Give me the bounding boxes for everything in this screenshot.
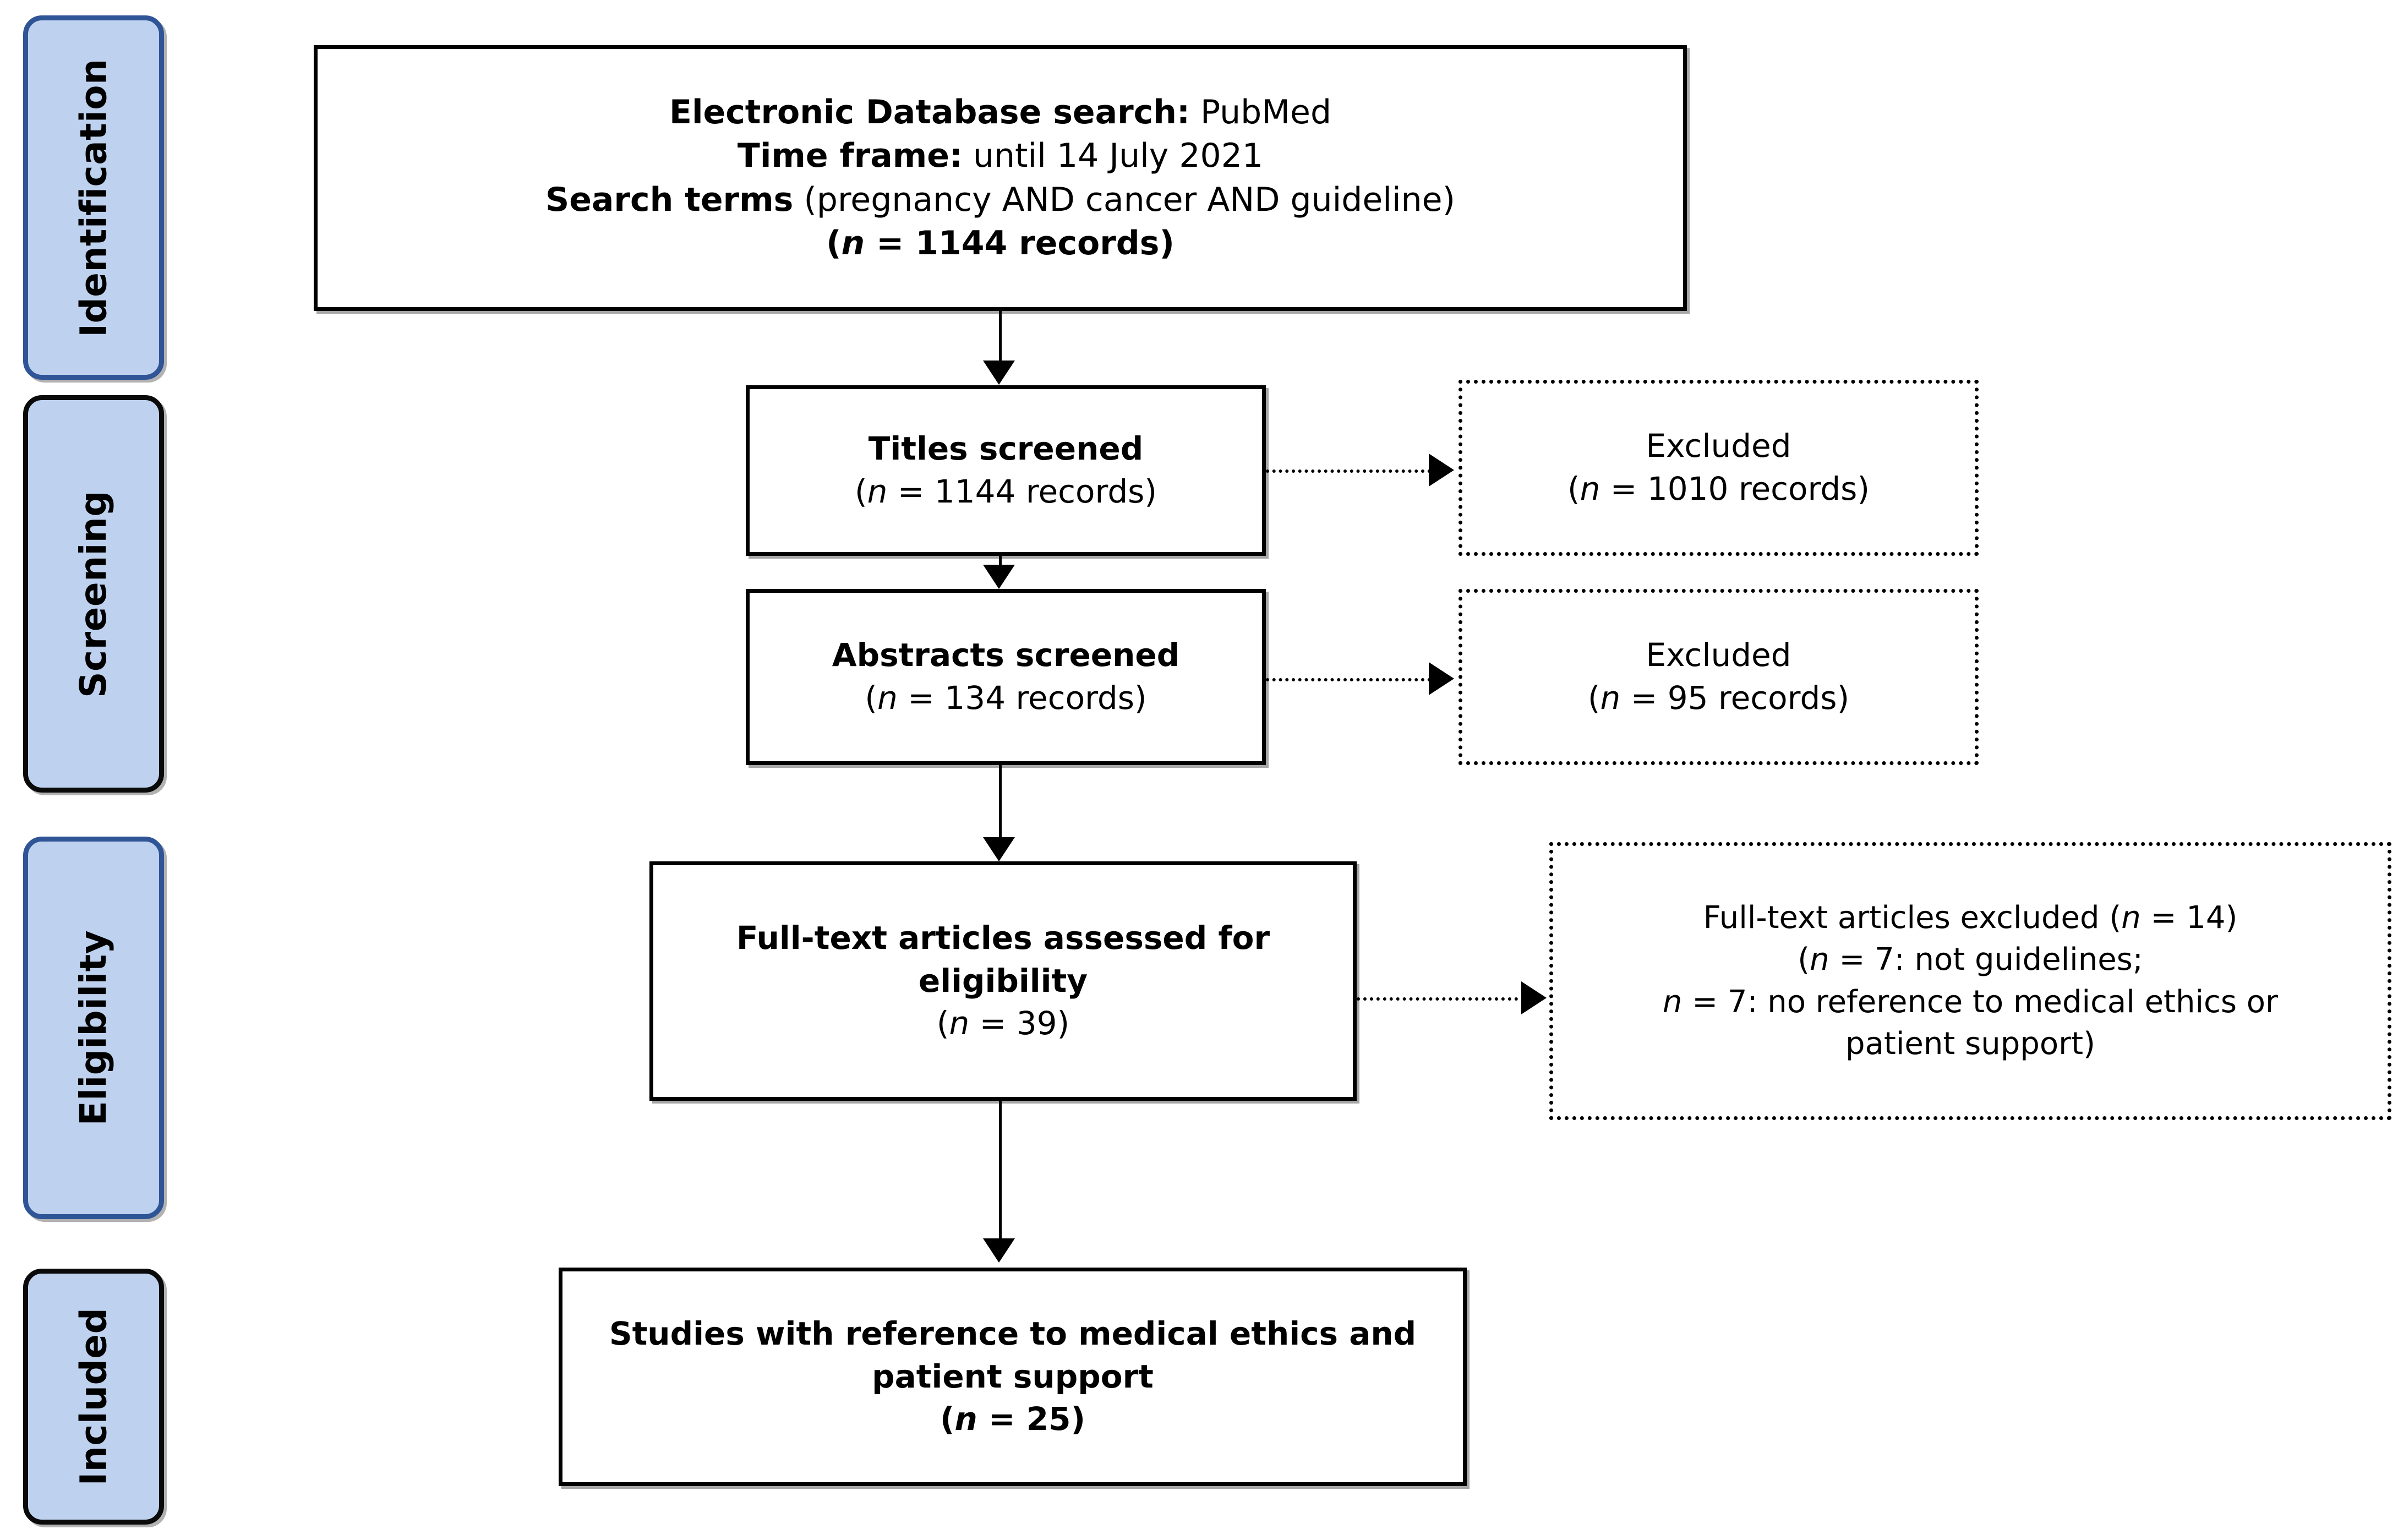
box-included-studies: Studies with reference to medical ethics… xyxy=(559,1268,1467,1486)
connector-fulltext-to-included-line xyxy=(999,1101,1002,1241)
search-line-2: Time frame: until 14 July 2021 xyxy=(737,136,1264,176)
stage-pill-screening: Screening xyxy=(23,395,164,793)
stage-pill-included: Included xyxy=(23,1269,164,1525)
connector-fulltext-to-excluded-line xyxy=(1357,997,1525,1001)
connector-titles-to-abstracts-arrow xyxy=(983,565,1015,589)
abstracts-screened-label: Abstracts screened xyxy=(832,636,1180,674)
fulltext-assessed-line-1: Full-text articles assessed for xyxy=(736,919,1270,957)
included-studies-line-1: Studies with reference to medical ethics… xyxy=(609,1314,1417,1352)
box-excluded-titles: Excluded (n = 1010 records) xyxy=(1459,380,1979,556)
box-fulltext-excluded: Full-text articles excluded (n = 14) (n … xyxy=(1549,842,2391,1120)
box-abstracts-screened: Abstracts screened (n = 134 records) xyxy=(746,589,1266,765)
connector-abstracts-to-fulltext-line xyxy=(999,765,1002,842)
stage-pill-identification: Identification xyxy=(23,15,164,380)
fulltext-assessed-count: (n = 39) xyxy=(936,1004,1070,1042)
box-titles-screened: Titles screened (n = 1144 records) xyxy=(746,385,1266,556)
titles-screened-label: Titles screened xyxy=(868,430,1144,468)
titles-screened-count: (n = 1144 records) xyxy=(854,473,1157,510)
box-database-search: Electronic Database search: PubMed Time … xyxy=(314,45,1687,311)
stage-label-identification: Identification xyxy=(72,58,115,337)
included-studies-line-2: patient support xyxy=(872,1357,1154,1395)
fulltext-excluded-line-1: Full-text articles excluded (n = 14) xyxy=(1703,900,2238,936)
stage-label-screening: Screening xyxy=(72,490,115,698)
excluded-titles-count: (n = 1010 records) xyxy=(1567,470,1870,507)
connector-abstracts-to-excluded-line xyxy=(1266,678,1431,681)
excluded-abstracts-count: (n = 95 records) xyxy=(1587,679,1850,717)
box-fulltext-assessed: Full-text articles assessed for eligibil… xyxy=(649,861,1357,1101)
stage-label-included: Included xyxy=(72,1307,115,1486)
included-studies-count: (n = 25) xyxy=(939,1400,1085,1438)
fulltext-excluded-line-4: patient support) xyxy=(1845,1025,2095,1062)
search-line-3: Search terms (pregnancy AND cancer AND g… xyxy=(545,180,1455,219)
connector-abstracts-to-excluded-arrow xyxy=(1429,662,1454,695)
stage-pill-eligibility: Eligibility xyxy=(23,837,164,1219)
stage-label-eligibility: Eligibility xyxy=(72,930,115,1126)
connector-abstracts-to-fulltext-arrow xyxy=(983,837,1015,861)
connector-titles-to-excluded-line xyxy=(1266,469,1431,473)
connector-titles-to-abstracts-line xyxy=(999,556,1002,568)
connector-fulltext-to-included-arrow xyxy=(983,1238,1015,1263)
connector-search-to-titles-line xyxy=(999,311,1002,366)
fulltext-assessed-line-2: eligibility xyxy=(918,962,1088,1000)
excluded-titles-label: Excluded xyxy=(1646,427,1791,465)
fulltext-excluded-line-3: n = 7: no reference to medical ethics or xyxy=(1662,984,2279,1020)
abstracts-screened-count: (n = 134 records) xyxy=(865,679,1147,717)
search-line-4-count: (n = 1144 records) xyxy=(826,223,1175,263)
connector-search-to-titles-arrow xyxy=(983,361,1015,385)
excluded-abstracts-label: Excluded xyxy=(1646,636,1791,674)
connector-titles-to-excluded-arrow xyxy=(1429,454,1454,487)
search-line-1: Electronic Database search: PubMed xyxy=(669,93,1332,132)
box-excluded-abstracts: Excluded (n = 95 records) xyxy=(1459,589,1979,765)
connector-fulltext-to-excluded-arrow xyxy=(1521,981,1547,1014)
fulltext-excluded-line-2: (n = 7: not guidelines; xyxy=(1798,942,2143,978)
